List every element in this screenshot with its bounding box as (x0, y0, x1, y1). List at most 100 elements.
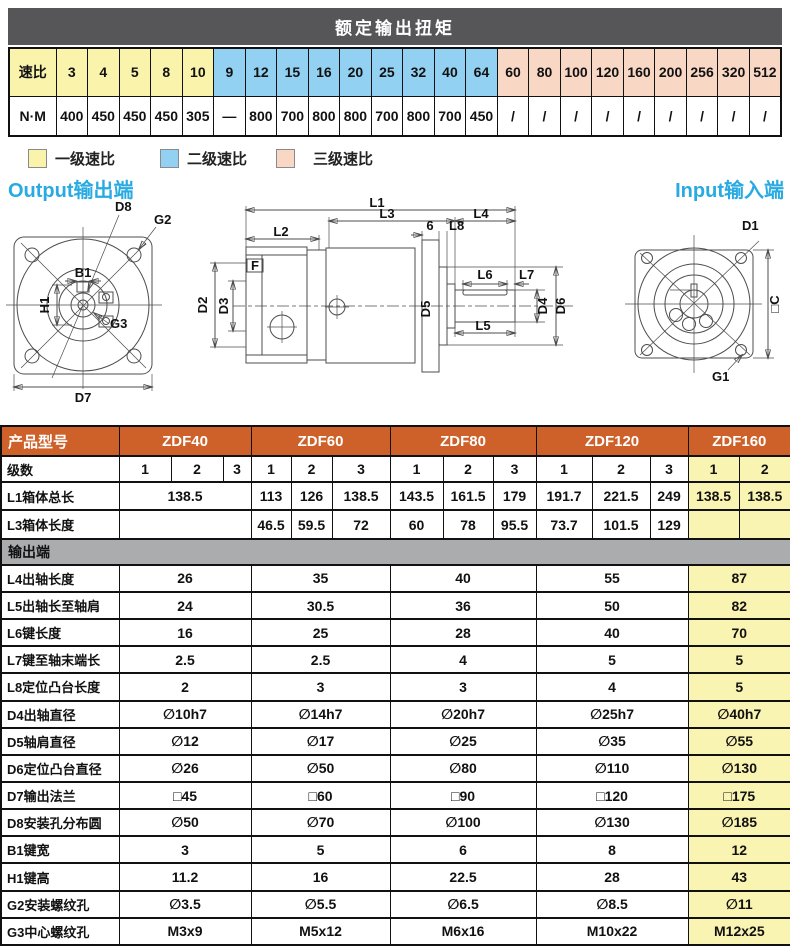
spec-value-cell: 5 (687, 672, 790, 702)
spec-value-cell: 12 (687, 835, 790, 865)
speed-ratio-label: 速比 (8, 47, 57, 97)
stage-cell: 1 (250, 455, 292, 484)
input-end-title: Input输入端 (675, 180, 784, 202)
torque-value-cell: — (213, 95, 246, 137)
stage-cell: 3 (492, 455, 537, 484)
spec-row-label: L6键长度 (0, 618, 120, 648)
torque-value-cell: / (528, 95, 561, 137)
legend-label: 三级速比 (313, 150, 374, 168)
spec-value-cell: 138.5 (331, 481, 391, 512)
spec-value-cell: 16 (118, 618, 252, 648)
speed-ratio-cell: 100 (559, 47, 593, 97)
tier1-swatch-icon (28, 148, 47, 168)
spec-value-cell: ∅5.5 (250, 889, 391, 919)
speed-ratio-cell: 8 (150, 47, 183, 97)
spec-row-label: D6定位凸台直径 (0, 753, 120, 784)
model-header-zdf80: ZDF80 (389, 424, 537, 458)
speed-ratio-cell: 60 (496, 47, 530, 97)
dim-label-d2: D2 (197, 297, 210, 314)
model-header-zdf40: ZDF40 (118, 424, 252, 458)
spec-value-cell: ∅185 (687, 808, 790, 838)
dim-label-d5: D5 (418, 301, 433, 318)
output-end-section-label: 输出端 (0, 537, 790, 566)
torque-value-cell: 305 (181, 95, 215, 137)
stage-cell: 1 (535, 455, 593, 484)
side-section-drawing: L1 L3 L4 L2 6 L8 F D2 D3 L6 L7 L5 D5 D4 … (197, 197, 573, 373)
dim-label-f: F (251, 258, 259, 273)
torque-value-cell: 450 (465, 95, 498, 137)
spec-value-cell: 11.2 (118, 862, 252, 892)
spec-value-cell: 2.5 (250, 645, 391, 675)
spec-value-cell: 126 (290, 481, 333, 512)
spec-value-cell: □90 (389, 781, 537, 811)
spec-row: D8安装孔分布圆∅50∅70∅100∅130∅185 (0, 808, 790, 838)
speed-ratio-cell: 160 (622, 47, 656, 97)
speed-ratio-cell: 4 (87, 47, 120, 97)
spec-value-cell: 70 (687, 618, 790, 648)
spec-value-cell: 138.5 (738, 481, 790, 512)
spec-value-cell: 24 (118, 590, 252, 621)
speed-ratio-cell: 40 (433, 47, 467, 97)
spec-row-label: G3中心螺纹孔 (0, 916, 120, 946)
spec-value-cell: M10x22 (535, 916, 689, 946)
output-end-drawing: D8 G2 B1 H1 G3 D7 (6, 199, 171, 405)
spec-value-cell: ∅80 (389, 753, 537, 784)
legend-item-tier2: 二级速比 (160, 148, 247, 168)
stage-cell: 3 (649, 455, 689, 484)
stage-cell: 2 (290, 455, 333, 484)
torque-value-cell: 800 (307, 95, 341, 137)
spec-value-cell: □60 (250, 781, 391, 811)
spec-value-cell: 3 (250, 672, 391, 702)
speed-ratio-cell: 256 (685, 47, 719, 97)
torque-value-cell: 400 (55, 95, 89, 137)
dim-label-g1: G1 (712, 369, 729, 384)
spec-row: G2安装螺纹孔∅3.5∅5.5∅6.5∅8.5∅11 (0, 889, 790, 919)
stage-row-label: 级数 (0, 455, 120, 484)
torque-value-cell: 450 (118, 95, 152, 137)
spec-value-cell: 22.5 (389, 862, 537, 892)
spec-value-cell: 35 (250, 563, 391, 593)
torque-value-cell: / (748, 95, 782, 137)
model-header-zdf60: ZDF60 (250, 424, 391, 458)
torque-value-cell: / (591, 95, 624, 137)
dim-label-l3: L3 (379, 206, 394, 221)
spec-value-cell: ∅110 (535, 753, 689, 784)
spec-value-cell: ∅26 (118, 753, 252, 784)
spec-row: D7输出法兰□45□60□90□120□175 (0, 781, 790, 811)
spec-value-cell: 249 (649, 481, 689, 512)
spec-value-cell: 25 (250, 618, 391, 648)
stage-cell: 2 (170, 455, 224, 484)
stage-cell: 3 (222, 455, 252, 484)
spec-value-cell: 26 (118, 563, 252, 593)
spec-value-cell: 5 (250, 835, 391, 865)
dim-label-l1: L1 (369, 197, 384, 210)
spec-value-cell: ∅130 (687, 753, 790, 784)
spec-value-cell: ∅25h7 (535, 699, 689, 729)
dim-label-d7: D7 (75, 390, 92, 405)
dim-label-l5: L5 (475, 318, 490, 333)
stage-cell: 2 (738, 455, 790, 484)
spec-value-cell: 95.5 (492, 509, 537, 540)
product-model-label: 产品型号 (0, 424, 120, 458)
spec-row-label: D7输出法兰 (0, 781, 120, 811)
spec-value-cell (687, 509, 740, 540)
spec-row-label: G2安装螺纹孔 (0, 889, 120, 919)
spec-value-cell: 2 (118, 672, 252, 702)
spec-value-cell: ∅50 (118, 808, 252, 838)
speed-ratio-cell: 20 (339, 47, 372, 97)
dim-label-l7: L7 (519, 267, 534, 282)
spec-row-label: D8安装孔分布圆 (0, 808, 120, 838)
spec-value-cell: ∅25 (389, 726, 537, 756)
spec-value-cell: ∅20h7 (389, 699, 537, 729)
dim-label-d8: D8 (115, 199, 132, 214)
torque-table-title: 额定输出扭矩 (8, 8, 782, 45)
spec-value-cell: 16 (250, 862, 391, 892)
